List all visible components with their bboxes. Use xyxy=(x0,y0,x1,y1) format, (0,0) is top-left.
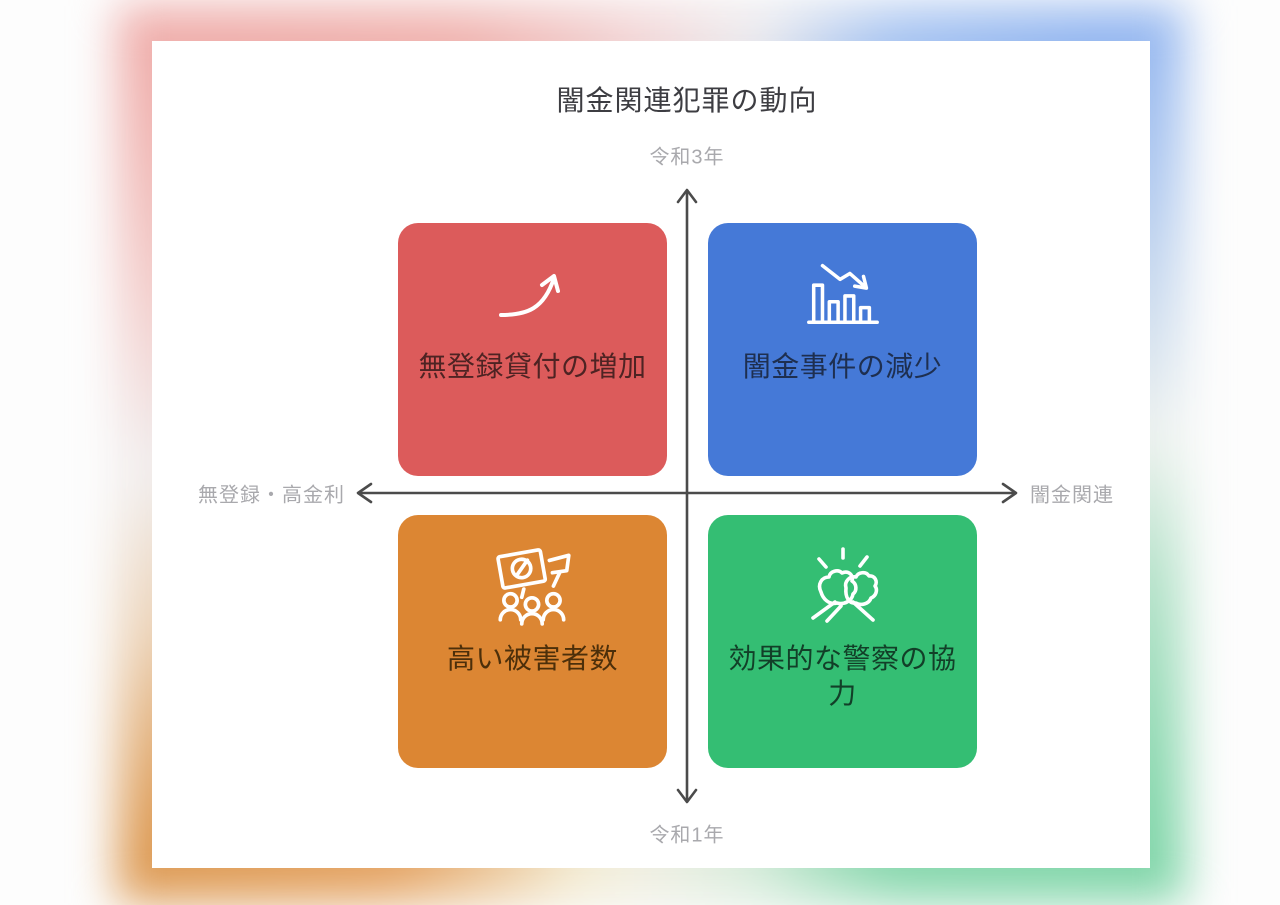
quadrant-bottom-left: 高い被害者数 xyxy=(398,515,667,768)
fist-bump-icon xyxy=(799,545,887,625)
quadrant-label: 高い被害者数 xyxy=(446,643,618,674)
x-axis-right-label: 闇金関連 xyxy=(1030,484,1114,507)
diagram-card: 闇金関連犯罪の動向 令和3年 令和1年 無登録・高金利 闇金関連 無登録貸付の増… xyxy=(152,41,1150,868)
y-axis-top-label: 令和3年 xyxy=(649,146,725,169)
horizontal-axis-arrowhead-left xyxy=(356,482,373,504)
protest-crowd-icon xyxy=(488,545,578,626)
quadrant-top-left: 無登録貸付の増加 xyxy=(398,223,667,476)
vertical-axis-arrowhead-bottom xyxy=(676,788,698,804)
horizontal-axis-arrowhead-right xyxy=(1001,482,1018,504)
quadrant-label: 闇金事件の減少 xyxy=(742,351,943,382)
diagram-title: 闇金関連犯罪の動向 xyxy=(556,85,818,116)
quadrant-bottom-right: 効果的な警察の協力 xyxy=(708,515,977,768)
quadrant-top-right: 闇金事件の減少 xyxy=(708,223,977,476)
y-axis-bottom-label: 令和1年 xyxy=(649,824,725,847)
quadrant-label: 効果的な警察の協力 xyxy=(728,643,957,709)
declining-bar-chart-icon xyxy=(801,253,885,333)
quadrant-label: 無登録貸付の増加 xyxy=(418,351,647,382)
x-axis-left-label: 無登録・高金利 xyxy=(198,484,345,507)
growth-curve-arrow-icon xyxy=(495,253,571,333)
vertical-axis-arrowhead-top xyxy=(676,188,698,204)
